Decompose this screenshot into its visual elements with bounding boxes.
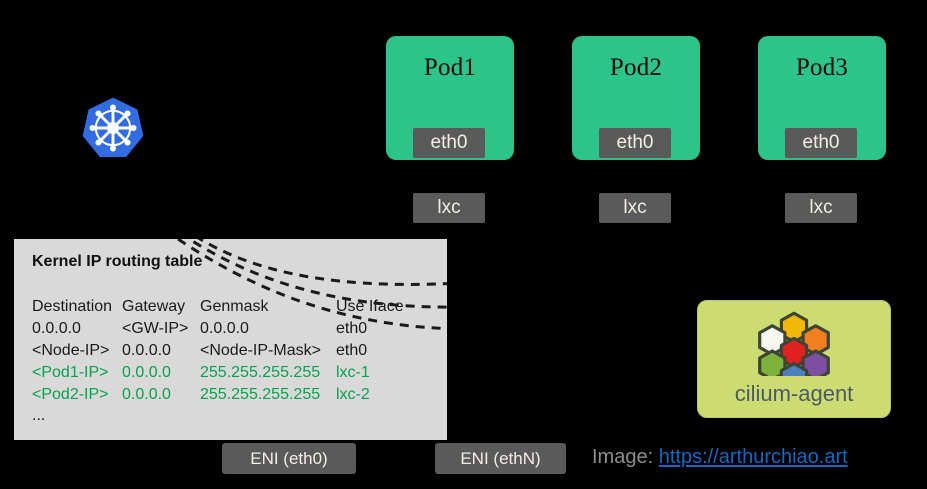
lxc-label-1: lxc [437, 197, 461, 218]
cell-destination: <Node-IP> [32, 342, 110, 359]
eni-box-eth0[interactable]: ENI (eth0) [222, 443, 356, 474]
routing-table-title: Kernel IP routing table [32, 253, 203, 270]
cell-destination: 0.0.0.0 [32, 320, 81, 337]
pod-eth0-2[interactable]: eth0 [599, 128, 671, 158]
cell-genmask: 255.255.255.255 [200, 386, 321, 403]
kubernetes-logo [80, 95, 146, 161]
image-credit-prefix: Image: [592, 446, 659, 468]
pod-eth0-label-1: eth0 [430, 132, 468, 153]
cilium-agent-box[interactable]: cilium-agent [697, 300, 891, 418]
eni-box-ethn[interactable]: ENI (ethN) [435, 443, 566, 474]
kernel-routing-table-panel: Kernel IP routing table Destination Gate… [14, 239, 447, 440]
routing-table-ellipsis: ... [32, 407, 46, 424]
cell-destination: <Pod2-IP> [32, 386, 109, 403]
cell-iface: lxc-1 [336, 364, 370, 381]
pod-title-3: Pod3 [795, 54, 849, 81]
pod-eth0-3[interactable]: eth0 [785, 128, 857, 158]
image-credit: Image: https://arthurchiao.art [592, 446, 848, 469]
column-header-genmask: Genmask [200, 298, 269, 315]
pod-title-2: Pod2 [609, 54, 663, 81]
cell-iface: eth0 [336, 342, 368, 359]
routing-table-grid: Destination Gateway Genmask Use Iface 0.… [32, 296, 447, 406]
eni-label-eth0: ENI (eth0) [250, 448, 328, 468]
lxc-box-3[interactable]: lxc [785, 193, 857, 223]
routing-table-header-row: Destination Gateway Genmask Use Iface [32, 296, 447, 318]
cell-iface: eth0 [336, 320, 368, 337]
cell-genmask: <Node-IP-Mask> [200, 342, 321, 359]
cell-gateway: 0.0.0.0 [122, 342, 171, 359]
lxc-label-2: lxc [623, 197, 647, 218]
cell-gateway: 0.0.0.0 [122, 386, 171, 403]
column-header-gateway: Gateway [122, 298, 186, 315]
eni-label-ethn: ENI (ethN) [460, 448, 541, 468]
lxc-box-1[interactable]: lxc [413, 193, 485, 223]
cell-genmask: 0.0.0.0 [200, 320, 249, 337]
pod-eth0-label-3: eth0 [802, 132, 840, 153]
pod-title-1: Pod1 [423, 54, 477, 81]
cell-genmask: 255.255.255.255 [200, 364, 321, 381]
route-link-curves [177, 239, 447, 331]
cilium-logo [752, 309, 836, 394]
cell-iface: lxc-2 [336, 386, 370, 403]
table-row: <Node-IP> 0.0.0.0 <Node-IP-Mask> eth0 [32, 340, 447, 362]
cell-destination: <Pod1-IP> [32, 364, 109, 381]
pod-box-3[interactable]: Pod3 [758, 36, 886, 160]
table-row: 0.0.0.0 <GW-IP> 0.0.0.0 eth0 [32, 318, 447, 340]
cell-gateway: <GW-IP> [122, 320, 189, 337]
pod-eth0-label-2: eth0 [616, 132, 654, 153]
cell-gateway: 0.0.0.0 [122, 364, 171, 381]
lxc-box-2[interactable]: lxc [599, 193, 671, 223]
column-header-destination: Destination [32, 298, 113, 315]
table-row: <Pod2-IP> 0.0.0.0 255.255.255.255 lxc-2 [32, 384, 447, 406]
column-header-use-iface: Use Iface [336, 298, 404, 315]
table-row: <Pod1-IP> 0.0.0.0 255.255.255.255 lxc-1 [32, 362, 447, 384]
cilium-agent-label: cilium-agent [734, 381, 854, 406]
lxc-label-3: lxc [809, 197, 833, 218]
pod-eth0-1[interactable]: eth0 [413, 128, 485, 158]
image-credit-link[interactable]: https://arthurchiao.art [658, 446, 848, 468]
